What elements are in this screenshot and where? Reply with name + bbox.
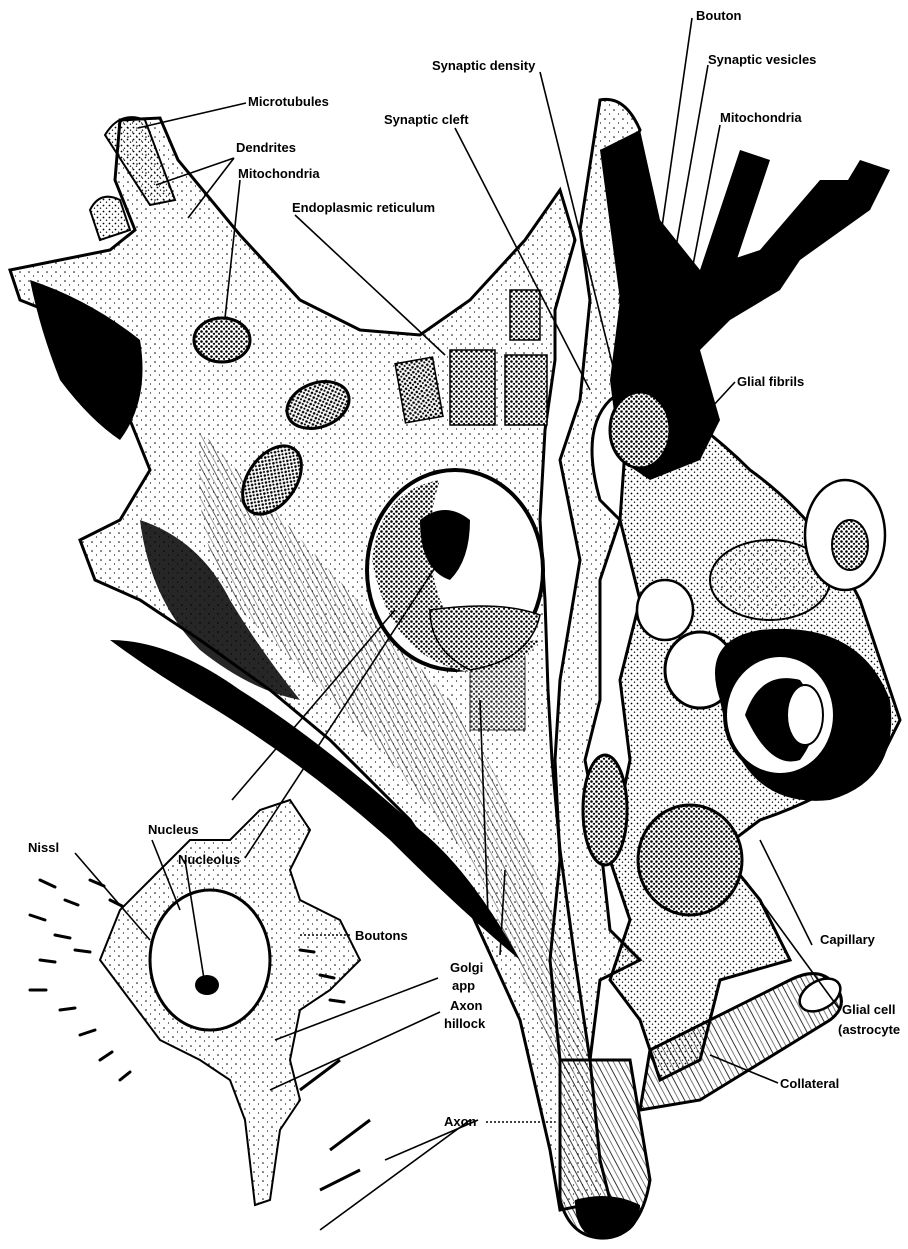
label-synaptic-cleft: Synaptic cleft	[384, 112, 469, 127]
label-glial-cell-line1: Glial cell	[842, 1002, 895, 1017]
label-synaptic-vesicles: Synaptic vesicles	[708, 52, 816, 67]
axon-end-shape	[560, 1060, 650, 1238]
label-glial-fibrils: Glial fibrils	[737, 374, 804, 389]
label-nissl: Nissl	[28, 840, 59, 855]
label-nucleus: Nucleus	[148, 822, 199, 837]
label-axon-hillock-line1: Axon	[450, 998, 483, 1013]
label-microtubules: Microtubules	[248, 94, 329, 109]
label-axon-hillock-line2: hillock	[444, 1016, 486, 1031]
label-dendrites: Dendrites	[236, 140, 296, 155]
label-synaptic-density: Synaptic density	[432, 58, 536, 73]
label-glial-cell-line2: (astrocyte	[838, 1022, 900, 1037]
nucleus-shape	[367, 470, 543, 672]
label-golgi-line2: app	[452, 978, 475, 993]
label-endoplasmic-reticulum: Endoplasmic reticulum	[292, 200, 435, 215]
label-mitochondria-right: Mitochondria	[720, 110, 802, 125]
label-axon: Axon	[444, 1114, 477, 1129]
label-bouton: Bouton	[696, 8, 742, 23]
label-collateral: Collateral	[780, 1076, 839, 1091]
label-golgi-line1: Golgi	[450, 960, 483, 975]
label-nucleolus: Nucleolus	[178, 852, 240, 867]
label-capillary: Capillary	[820, 932, 876, 947]
label-mitochondria-left: Mitochondria	[238, 166, 320, 181]
label-boutons: Boutons	[355, 928, 408, 943]
